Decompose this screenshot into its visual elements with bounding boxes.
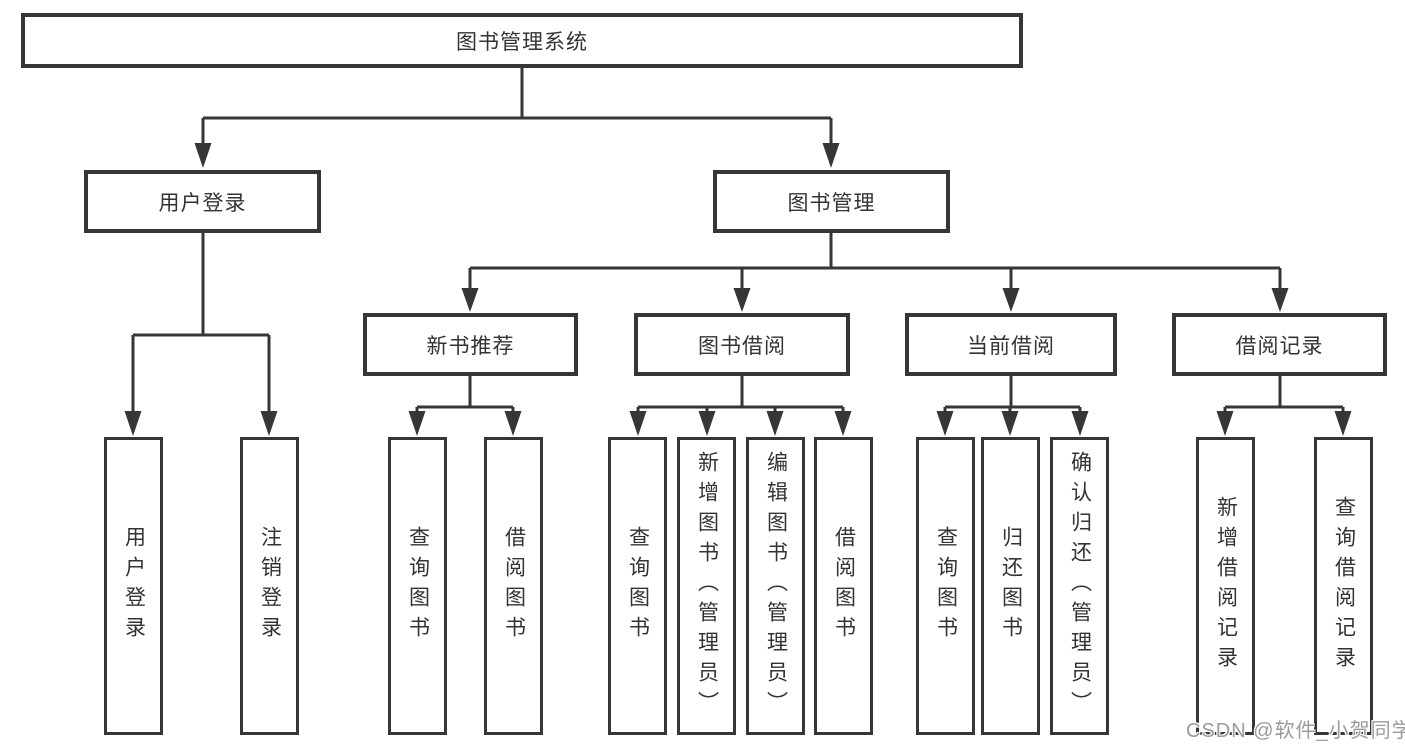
arrowhead-icon	[629, 411, 647, 436]
arrowhead-icon	[408, 411, 426, 436]
node-current-borrow: 当前借阅	[905, 313, 1117, 376]
node-book-borrow: 图书借阅	[634, 313, 850, 376]
node-label: 用户登录	[158, 191, 247, 215]
node-label: 新增借阅记录	[1214, 496, 1238, 676]
arrowhead-icon	[936, 411, 954, 436]
node-label: 用户登录	[122, 526, 146, 646]
node-label: 查询借阅记录	[1332, 496, 1356, 676]
leaf-confirm-return-admin: 确认归还（管理员）	[1050, 437, 1109, 735]
arrowhead-icon	[504, 411, 522, 436]
node-label: 借阅图书	[832, 526, 856, 646]
node-label: 当前借阅	[967, 334, 1055, 358]
arrowhead-icon	[1071, 411, 1089, 436]
arrowhead-icon	[1216, 411, 1234, 436]
arrowhead-icon	[194, 143, 212, 168]
leaf-borrow-book-2: 借阅图书	[814, 437, 873, 735]
node-label: 图书管理系统	[456, 30, 588, 54]
arrowhead-icon	[1271, 288, 1289, 312]
node-label: 编辑图书（管理员）	[764, 451, 788, 721]
arrowhead-icon	[822, 143, 840, 168]
arrowhead-icon	[124, 411, 142, 436]
leaf-return-book: 归还图书	[981, 437, 1040, 735]
arrowhead-icon	[834, 411, 852, 436]
leaf-add-book-admin: 新增图书（管理员）	[677, 437, 736, 735]
leaf-user-login: 用户登录	[104, 437, 163, 735]
node-label: 查询图书	[934, 526, 958, 646]
node-label: 确认归还（管理员）	[1068, 451, 1092, 721]
arrowhead-icon	[461, 288, 479, 312]
arrowhead-icon	[766, 411, 784, 436]
node-new-book-recommend: 新书推荐	[363, 313, 578, 376]
node-label: 借阅记录	[1235, 334, 1324, 358]
leaf-query-book-3: 查询图书	[916, 437, 975, 735]
arrowhead-icon	[733, 288, 751, 312]
node-label: 查询图书	[406, 526, 430, 646]
node-label: 归还图书	[999, 526, 1023, 646]
arrowhead-icon	[698, 411, 716, 436]
node-user-login: 用户登录	[84, 170, 321, 233]
leaf-query-borrow-record: 查询借阅记录	[1314, 437, 1373, 735]
node-label: 图书借阅	[698, 334, 786, 358]
leaf-logout: 注销登录	[240, 437, 299, 735]
node-label: 注销登录	[258, 526, 282, 646]
arrowhead-icon	[260, 411, 278, 436]
node-label: 新增图书（管理员）	[695, 451, 719, 721]
arrowhead-icon	[1002, 288, 1020, 312]
node-label: 图书管理	[787, 191, 876, 215]
node-label: 新书推荐	[426, 334, 515, 358]
leaf-add-borrow-record: 新增借阅记录	[1196, 437, 1255, 735]
watermark: CSDN @软件_小贺同学	[1186, 720, 1405, 742]
arrowhead-icon	[1001, 411, 1019, 436]
arrowhead-icon	[1334, 411, 1352, 436]
leaf-query-book-2: 查询图书	[608, 437, 667, 735]
node-book-management: 图书管理	[713, 170, 950, 233]
node-label: 查询图书	[626, 526, 650, 646]
node-borrow-record: 借阅记录	[1172, 313, 1387, 376]
leaf-edit-book-admin: 编辑图书（管理员）	[746, 437, 805, 735]
leaf-borrow-book-1: 借阅图书	[484, 437, 543, 735]
arrowheads	[124, 143, 1352, 436]
leaf-query-book-1: 查询图书	[388, 437, 447, 735]
node-label: 借阅图书	[502, 526, 526, 646]
node-root: 图书管理系统	[21, 13, 1023, 68]
